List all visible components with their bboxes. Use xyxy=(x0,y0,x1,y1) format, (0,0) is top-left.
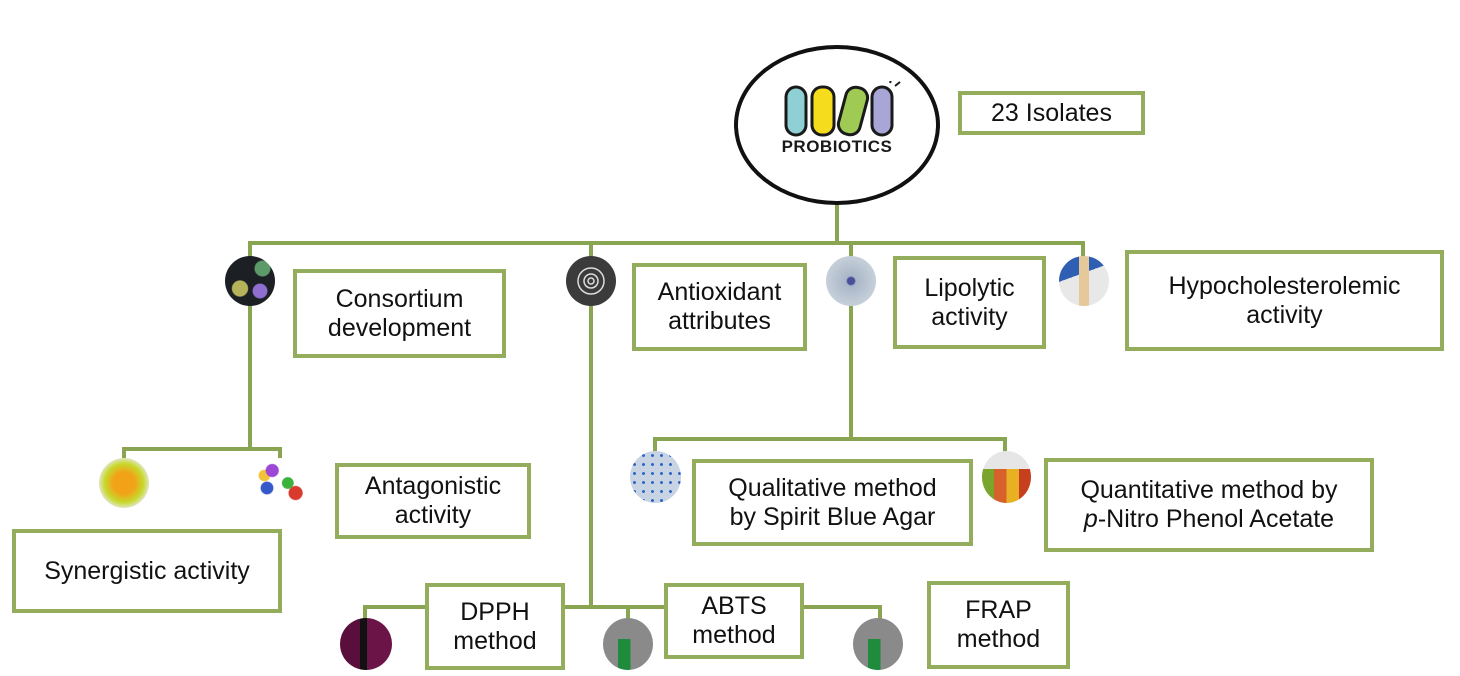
multiple-microbes-icon xyxy=(254,458,306,508)
molecule-orbit-icon xyxy=(566,256,616,306)
well-plate-icon xyxy=(630,451,681,503)
petri-dish-icon xyxy=(826,256,876,306)
box-label: Synergistic activity xyxy=(44,556,250,585)
box-label: Antagonistic xyxy=(364,472,502,500)
single-microbe-icon xyxy=(99,458,149,508)
box-label: FRAP xyxy=(965,596,1032,624)
box-label: Qualitative method xyxy=(728,473,937,502)
box-label: by Spirit Blue Agar xyxy=(729,502,936,531)
box-label: activity xyxy=(931,302,1008,331)
box-label: p xyxy=(1083,505,1098,533)
box-label: method xyxy=(956,625,1041,653)
box-label: ABTS xyxy=(701,592,767,620)
isolates-label: 23 Isolates xyxy=(958,91,1145,135)
quantitative-method-box: Quantitative method by p-Nitro Phenol Ac… xyxy=(1044,458,1374,552)
synergistic-activity-box: Synergistic activity xyxy=(12,529,282,613)
box-label: Lipolytic xyxy=(924,273,1015,302)
box-label: method xyxy=(453,626,537,655)
box-label: 23 Isolates xyxy=(991,98,1112,127)
test-tube-gloved-hand-icon xyxy=(1059,256,1109,306)
box-label: Consortium xyxy=(335,284,464,313)
box-label: -Nitro Phenol Acetate xyxy=(1097,505,1335,533)
probiotics-hub: PROBIOTICS xyxy=(734,45,940,205)
green-cuvette-icon xyxy=(603,618,653,670)
box-label: activity xyxy=(1246,300,1323,329)
box-label: attributes xyxy=(668,307,771,335)
box-label: DPPH xyxy=(460,597,530,626)
hub-title: PROBIOTICS xyxy=(781,137,893,156)
bacteria-microscopy-icon xyxy=(225,256,275,306)
box-label: Antioxidant xyxy=(657,278,782,306)
box-label: method xyxy=(692,621,776,649)
purple-cuvette-icon xyxy=(340,618,392,670)
probiotic-capsules-icon xyxy=(784,81,901,137)
box-label: Hypocholesterolemic xyxy=(1168,271,1401,300)
box-label: activity xyxy=(394,501,472,529)
colored-vials-icon xyxy=(982,451,1031,503)
box-label: development xyxy=(327,313,472,342)
box-label: Quantitative method by xyxy=(1080,476,1338,504)
green-cuvette-icon xyxy=(853,618,903,670)
